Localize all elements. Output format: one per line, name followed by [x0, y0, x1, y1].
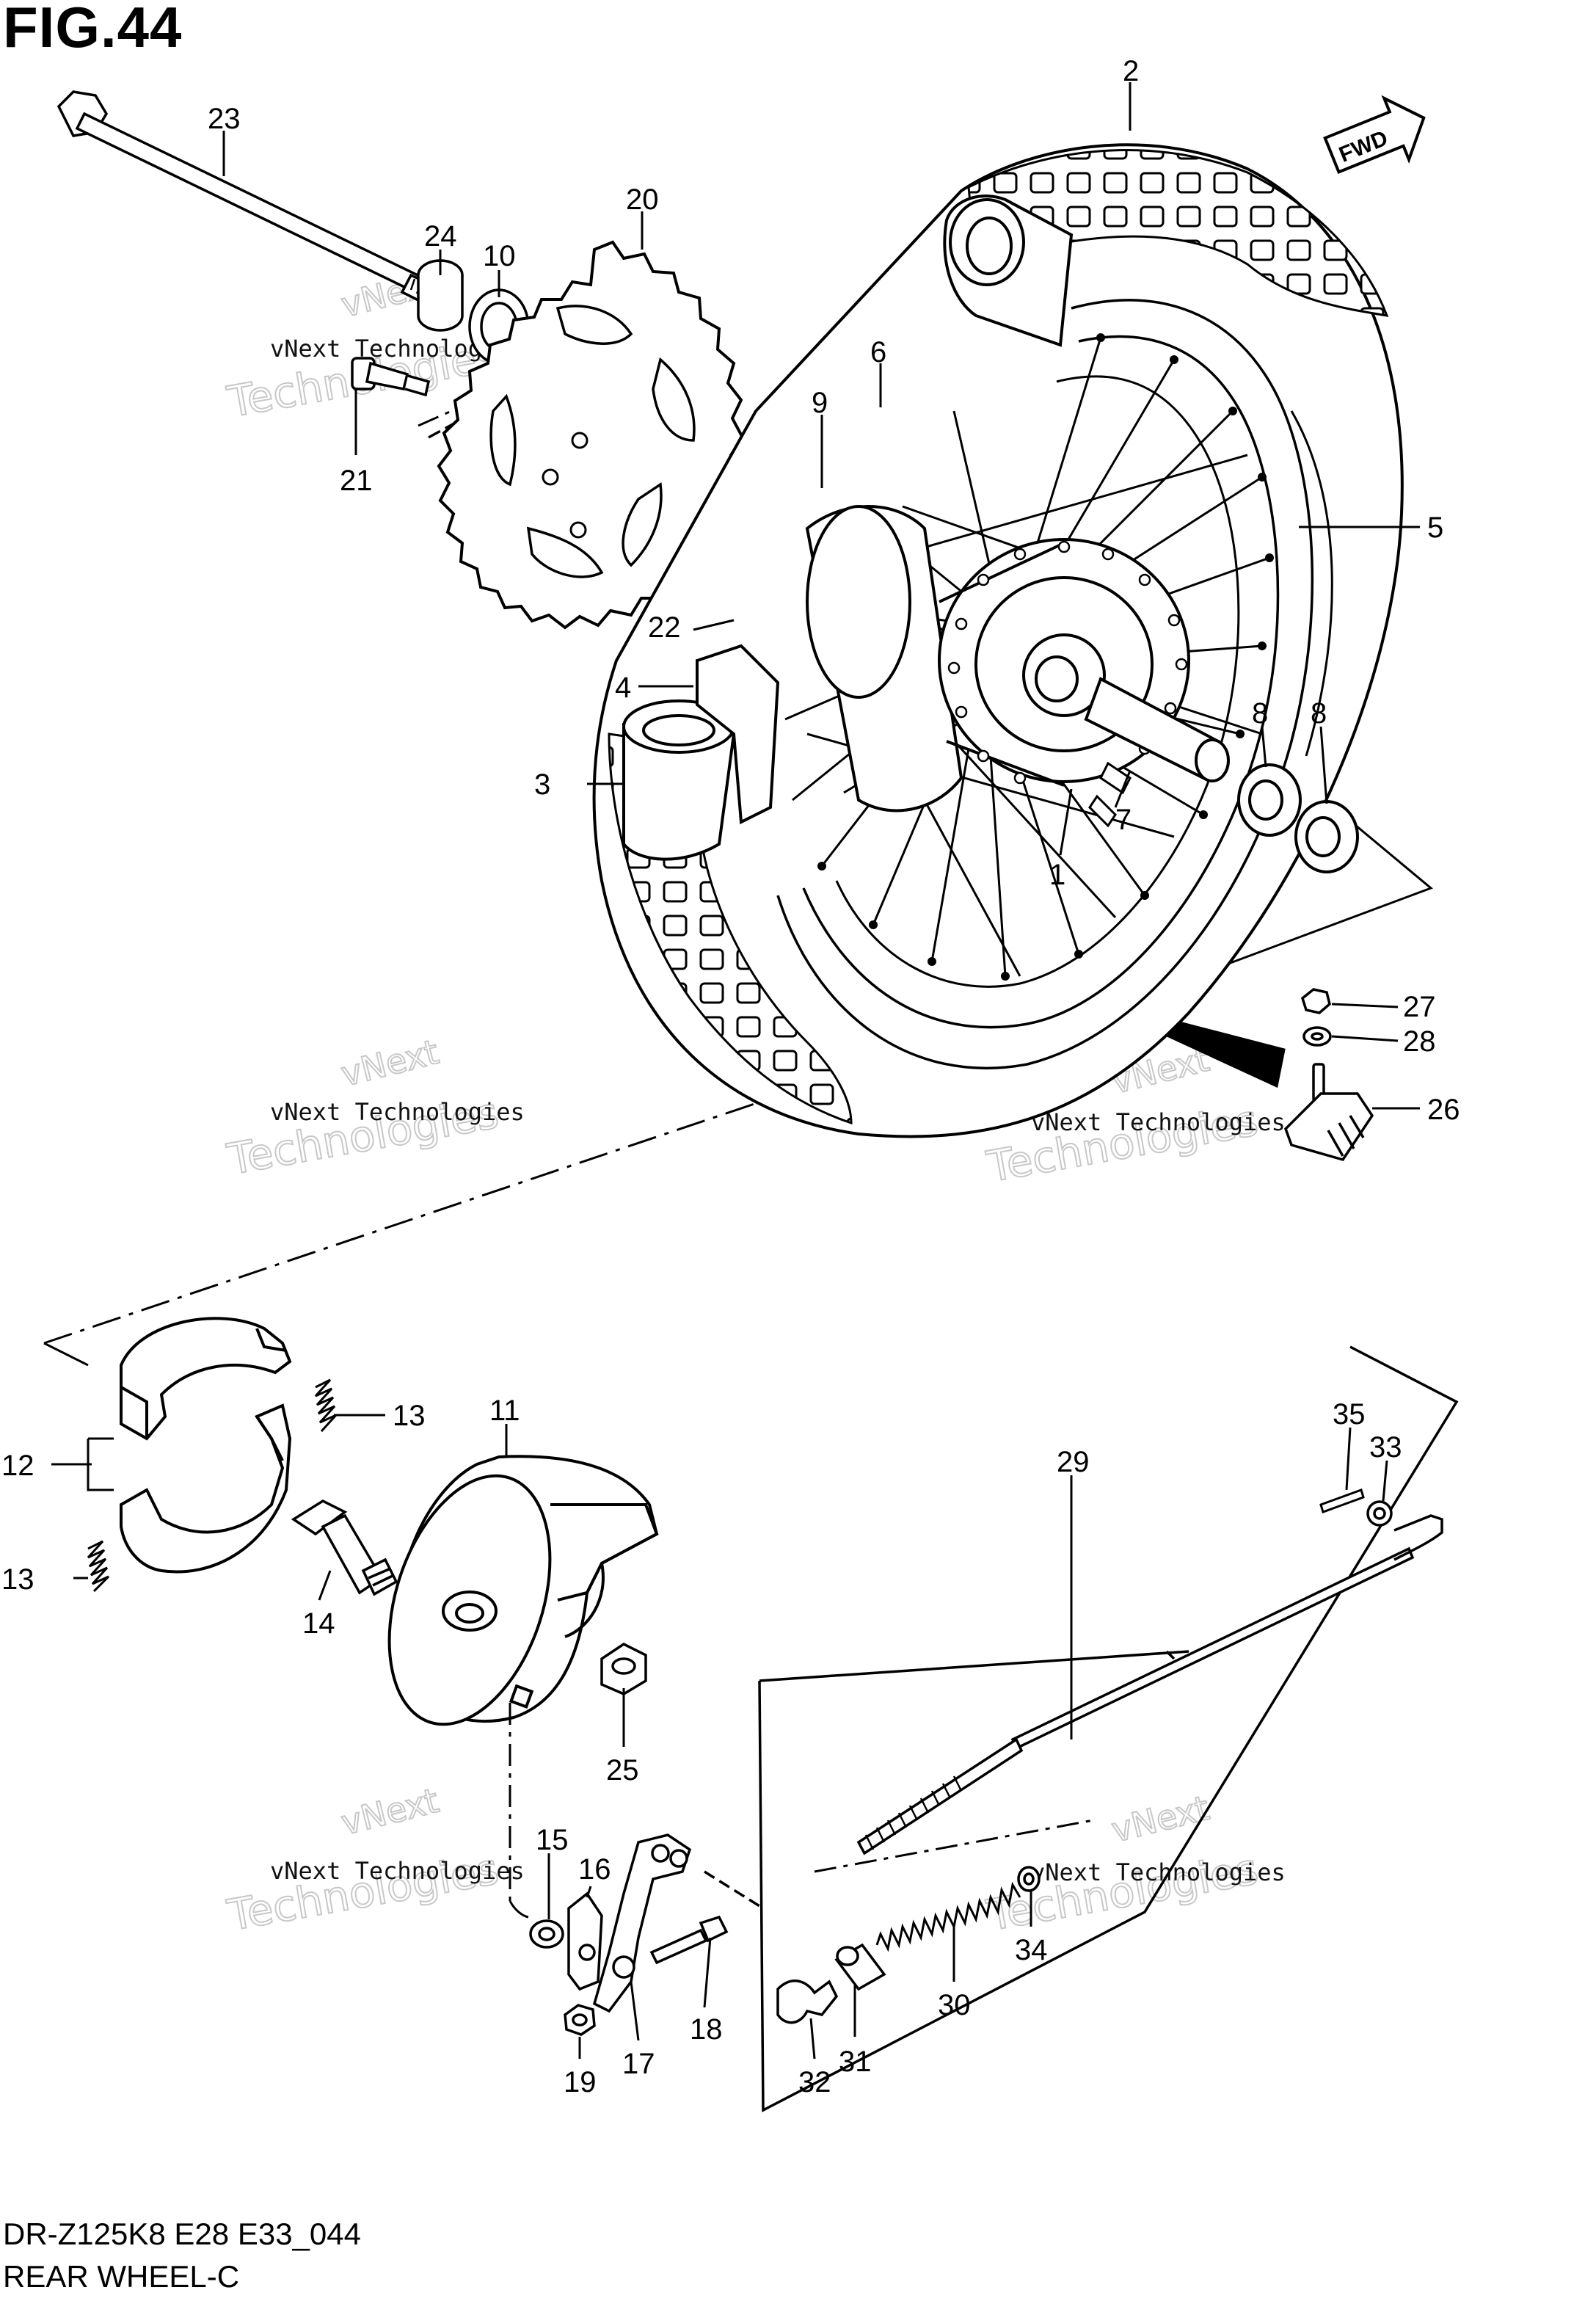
- part-23-axle: [57, 90, 446, 310]
- part-15-washer: [529, 1919, 564, 1949]
- callout-27: 27: [1403, 991, 1436, 1023]
- figure-caption-code: DR-Z125K8 E28 E33_044: [3, 2217, 361, 2251]
- part-3-tube: [622, 699, 735, 861]
- callout-29: 29: [1057, 1446, 1090, 1478]
- watermark: vNext Technologies vNext Technologies: [223, 1780, 525, 1941]
- callout-21: 21: [340, 465, 373, 497]
- part-27-nut: [1300, 988, 1331, 1014]
- part-34-washer: [1017, 1866, 1041, 1892]
- part-18-bolt: [649, 1915, 729, 1965]
- svg-text:vNext Technologies: vNext Technologies: [270, 1098, 525, 1126]
- callout-13: 13: [393, 1400, 426, 1432]
- figure-caption-name: REAR WHEEL-C: [3, 2259, 240, 2294]
- callout-16: 16: [578, 1853, 611, 1886]
- callout-33: 33: [1369, 1431, 1402, 1464]
- callout-23: 23: [208, 103, 241, 135]
- forward-arrow-icon: FWD: [1323, 95, 1426, 175]
- part-13-spring-lower: [87, 1540, 110, 1593]
- part-12-brake-shoe-lower: [120, 1403, 292, 1574]
- callout-1: 1: [1049, 859, 1065, 891]
- part-21-bolt: [351, 357, 478, 439]
- svg-text:vNext: vNext: [338, 1781, 442, 1843]
- callout-12: 12: [1, 1450, 34, 1482]
- figure-title: FIG.44: [3, 0, 183, 59]
- part-8-bearing-second: [1294, 800, 1359, 873]
- part-35-cotter-pin: [1319, 1488, 1365, 1513]
- callout-22: 22: [648, 611, 681, 644]
- callout-34: 34: [1015, 1934, 1048, 1966]
- part-8-bearing: [1237, 763, 1302, 837]
- part-32-wing-nut: [776, 1980, 839, 2024]
- part-29-brake-rod: [856, 1514, 1443, 1855]
- part-25-nut: [600, 1642, 647, 1695]
- callout-24: 24: [424, 220, 457, 252]
- part-19-nut: [564, 2004, 596, 2036]
- callout-28: 28: [1403, 1025, 1436, 1058]
- callout-35: 35: [1333, 1398, 1366, 1431]
- svg-text:vNext Technologies: vNext Technologies: [1031, 1108, 1286, 1136]
- part-33-washer: [1366, 1500, 1393, 1527]
- watermark: vNext Technologies vNext Technologies: [223, 1031, 525, 1185]
- part-14-camshaft: [291, 1499, 398, 1596]
- callout-11: 11: [489, 1395, 520, 1427]
- callout-labels: 23 2 20 24 10 21 6 9 5 22 4 3 1 7 8 8 27…: [1, 55, 1460, 2098]
- hub-spoke-holes: [947, 540, 1188, 785]
- part-4-rim-band: [696, 644, 780, 825]
- part-11-brake-panel: [387, 1455, 659, 1726]
- callout-10: 10: [483, 240, 516, 272]
- part-31-joint: [834, 1943, 886, 1991]
- part-20-sprocket: [437, 240, 745, 630]
- callout-4: 4: [615, 672, 631, 704]
- part-12-brake-shoe: [120, 1317, 292, 1441]
- callout-leaders: [51, 82, 1420, 2060]
- callout-3: 3: [534, 768, 550, 801]
- part-28-washer: [1302, 1026, 1332, 1047]
- svg-text:vNext Technologies: vNext Technologies: [1031, 1858, 1286, 1886]
- part-17-brake-arm: [592, 1833, 764, 2013]
- callout-26: 26: [1427, 1094, 1460, 1126]
- svg-text:vNext: vNext: [1108, 1788, 1213, 1850]
- spoke-nipples: [817, 333, 1274, 981]
- part-5-rim: [1290, 410, 1333, 757]
- callout-9: 9: [812, 387, 828, 419]
- callout-30: 30: [938, 1989, 971, 2021]
- callout-31: 31: [839, 2046, 872, 2078]
- callout-5: 5: [1427, 512, 1443, 544]
- callout-14: 14: [302, 1607, 335, 1640]
- callout-15: 15: [536, 1824, 569, 1856]
- callout-19: 19: [564, 2066, 597, 2098]
- callout-25: 25: [606, 1754, 639, 1786]
- hub-axle-sleeve: [1084, 677, 1230, 782]
- guide-line: [814, 1819, 1094, 1873]
- callout-20: 20: [626, 183, 659, 216]
- part-29-brake-rod-group: [758, 1345, 1459, 2112]
- part-26-rim-lock: [1283, 1063, 1374, 1162]
- part-30-spring: [875, 1881, 1021, 1952]
- part-16-indicator-plate: [567, 1891, 603, 1991]
- callout-6: 6: [870, 336, 886, 368]
- svg-text:vNext Technologies: vNext Technologies: [270, 1857, 525, 1885]
- callout-8: 8: [1252, 697, 1268, 730]
- part-7-bolt: [1088, 761, 1132, 828]
- callout-2: 2: [1123, 55, 1139, 87]
- rear-wheel-assembly: [592, 143, 1404, 1138]
- callout-32: 32: [798, 2066, 831, 2098]
- part-13-spring: [314, 1378, 338, 1433]
- callout-18: 18: [690, 2013, 723, 2046]
- callout-7: 7: [1115, 804, 1132, 836]
- callout-8-second: 8: [1311, 697, 1327, 730]
- svg-text:vNext: vNext: [338, 1032, 442, 1094]
- callout-17: 17: [622, 2048, 655, 2080]
- callout-13-lower: 13: [1, 1563, 34, 1596]
